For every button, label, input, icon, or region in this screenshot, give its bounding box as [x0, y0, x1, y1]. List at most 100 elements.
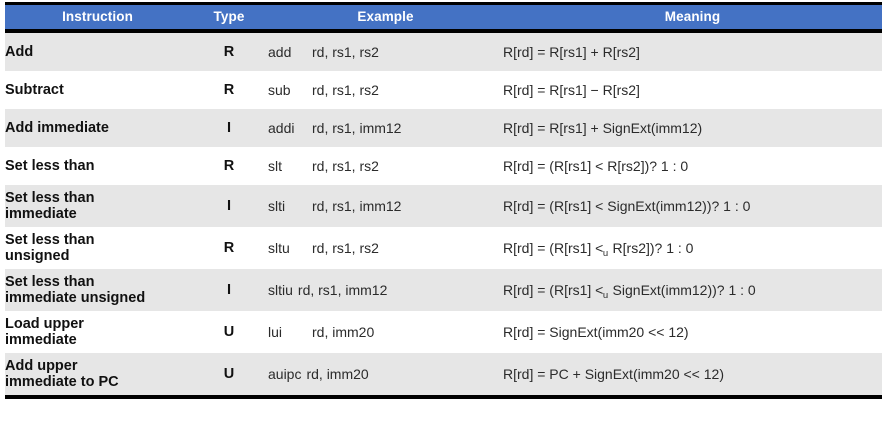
table-header: Instruction Type Example Meaning — [5, 5, 882, 29]
instruction-table: Instruction Type Example Meaning — [5, 5, 882, 29]
instruction-line-2: immediate — [5, 206, 77, 222]
example-mnemonic: slti — [268, 198, 286, 214]
instruction-line-1: Add — [5, 43, 34, 60]
meaning-unsigned-subscript: u — [602, 290, 609, 301]
cell-example: sltu rd, rs1, rs2 — [268, 227, 503, 269]
meaning-text: R[rd] = R[rs1] − R[rs2] — [503, 82, 640, 98]
instruction-line-1: Load upper — [5, 315, 84, 332]
cell-instruction: Set less than — [5, 147, 190, 185]
example-operands: rd, rs1, imm12 — [312, 198, 402, 214]
cell-example: sub rd, rs1, rs2 — [268, 71, 503, 109]
cell-type: I — [226, 282, 232, 298]
instruction-line-1: Add upper — [5, 357, 78, 374]
meaning-text: R[rd] = (R[rs1] < R[rs2])? 1 : 0 — [503, 158, 689, 174]
meaning-text-tail: SignExt(imm12))? 1 : 0 — [608, 282, 756, 298]
cell-type: U — [223, 324, 235, 340]
example-mnemonic: auipc — [268, 366, 302, 382]
instruction-line-2: immediate to PC — [5, 374, 119, 390]
example-operands: rd, rs1, rs2 — [312, 158, 379, 174]
cell-type: R — [223, 240, 235, 256]
example-mnemonic: addi — [268, 120, 295, 136]
cell-type: R — [223, 44, 235, 60]
cell-meaning: R[rd] = (R[rs1] <u SignExt(imm12))? 1 : … — [503, 269, 882, 311]
table-bottom-rule — [5, 395, 882, 399]
cell-type: U — [223, 366, 235, 382]
example-mnemonic: sltiu — [268, 282, 293, 298]
meaning-text: R[rd] = (R[rs1] < — [503, 240, 604, 256]
cell-meaning: R[rd] = R[rs1] − R[rs2] — [503, 71, 882, 109]
cell-instruction: Add immediate — [5, 109, 190, 147]
example-operands: rd, rs1, rs2 — [312, 240, 379, 256]
cell-example: lui rd, imm20 — [268, 311, 503, 353]
instruction-line-1: Set less than — [5, 231, 95, 248]
cell-instruction: Subtract — [5, 71, 190, 109]
example-mnemonic: sltu — [268, 240, 290, 256]
cell-type: R — [223, 82, 235, 98]
cell-meaning: R[rd] = R[rs1] + SignExt(imm12) — [503, 109, 882, 147]
cell-type: I — [226, 120, 232, 136]
cell-example: addi rd, rs1, imm12 — [268, 109, 503, 147]
example-operands: rd, imm20 — [312, 324, 375, 340]
instruction-line-2: immediate unsigned — [5, 290, 146, 306]
meaning-unsigned-subscript: u — [602, 248, 609, 259]
example-operands: rd, rs1, imm12 — [297, 282, 388, 298]
meaning-text-tail: R[rs2])? 1 : 0 — [608, 240, 694, 256]
meaning-text: R[rd] = (R[rs1] < — [503, 282, 604, 298]
cell-meaning: R[rd] = (R[rs1] < SignExt(imm12))? 1 : 0 — [503, 185, 882, 227]
example-mnemonic: slt — [268, 158, 282, 174]
example-operands: rd, imm20 — [306, 366, 369, 382]
meaning-text: R[rd] = PC + SignExt(imm20 << 12) — [503, 366, 724, 382]
example-operands: rd, rs1, rs2 — [312, 82, 379, 98]
example-mnemonic: lui — [268, 324, 283, 340]
cell-type: I — [226, 198, 232, 214]
example-mnemonic: add — [268, 44, 292, 60]
table-top-rule — [5, 2, 882, 5]
header-row: Instruction Type Example Meaning — [5, 5, 882, 29]
cell-type: R — [223, 158, 235, 174]
cell-meaning: R[rd] = PC + SignExt(imm20 << 12) — [503, 353, 882, 395]
instruction-line-2: immediate — [5, 332, 77, 348]
cell-example: slt rd, rs1, rs2 — [268, 147, 503, 185]
example-operands: rd, rs1, imm12 — [312, 120, 402, 136]
instruction-line-1: Subtract — [5, 81, 64, 98]
instruction-line-2: unsigned — [5, 248, 70, 264]
column-header-type: Type — [213, 9, 245, 24]
cell-meaning: R[rd] = R[rs1] + R[rs2] — [503, 33, 882, 71]
meaning-text: R[rd] = SignExt(imm20 << 12) — [503, 324, 689, 340]
instruction-line-1: Set less than — [5, 273, 95, 290]
cell-meaning: R[rd] = SignExt(imm20 << 12) — [503, 311, 882, 353]
cell-meaning: R[rd] = (R[rs1] < R[rs2])? 1 : 0 — [503, 147, 882, 185]
instruction-line-1: Set less than — [5, 157, 95, 174]
instruction-line-1: Set less than — [5, 189, 95, 206]
table-header-rule — [5, 29, 882, 33]
column-header-example: Example — [357, 9, 414, 24]
example-mnemonic: sub — [268, 82, 291, 98]
column-header-meaning: Meaning — [664, 9, 721, 24]
column-header-instruction: Instruction — [62, 9, 133, 24]
meaning-text: R[rd] = R[rs1] + R[rs2] — [503, 44, 640, 60]
meaning-text: R[rd] = R[rs1] + SignExt(imm12) — [503, 120, 703, 136]
example-operands: rd, rs1, rs2 — [312, 44, 379, 60]
cell-example: add rd, rs1, rs2 — [268, 33, 503, 71]
meaning-text: R[rd] = (R[rs1] < SignExt(imm12))? 1 : 0 — [503, 198, 751, 214]
cell-example: slti rd, rs1, imm12 — [268, 185, 503, 227]
instruction-line-1: Add immediate — [5, 119, 109, 136]
